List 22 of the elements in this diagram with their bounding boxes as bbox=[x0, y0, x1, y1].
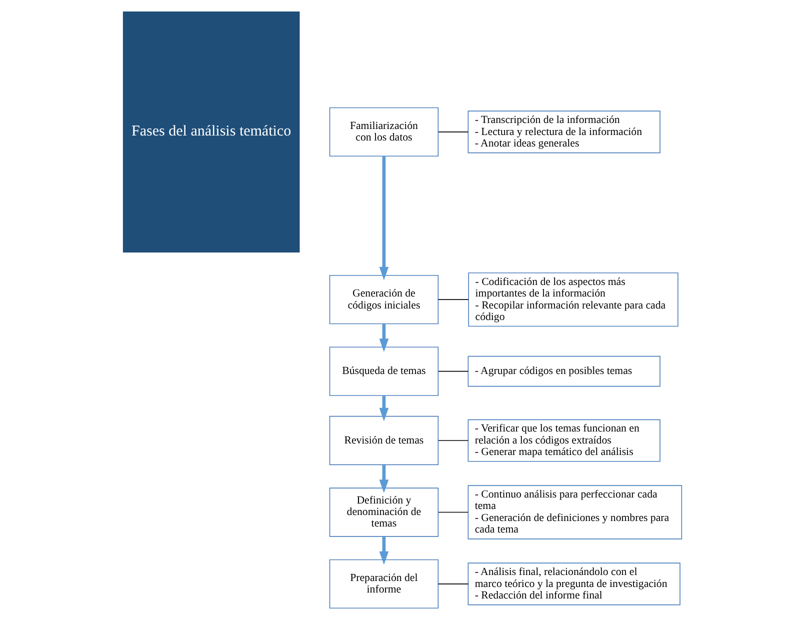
arrow bbox=[378, 536, 388, 565]
node-box: Generación de códigos iniciales bbox=[328, 274, 438, 324]
connector bbox=[438, 440, 468, 441]
arrow bbox=[378, 465, 388, 493]
connector bbox=[438, 370, 468, 372]
node-box: - Codificación de los aspectos más importantes de la información - Recopilar información relevante para cada código bbox=[468, 272, 678, 327]
arrow bbox=[378, 324, 388, 352]
connector bbox=[437, 512, 468, 513]
node-box: Fases del análisis temático bbox=[122, 11, 300, 252]
node-box: - Continuo análisis para perfeccionar cada tema - Generación de definiciones y nombres para cada tema bbox=[467, 485, 682, 540]
node-box: Búsqueda de temas bbox=[328, 346, 438, 396]
node-box: - Agrupar códigos en posibles temas bbox=[467, 356, 660, 387]
node-box: - Verificar que los temas funcionan en relación a los códigos extraídos - Generar mapa temático del análisis bbox=[467, 419, 660, 462]
node-box: - Transcripción de la información - Lectura y relectura de la información - Anotar ideas generales bbox=[467, 110, 660, 154]
node-box: - Análisis final, relacionándolo con el marco teórico y la pregunta de investigación - Redacción del informe final bbox=[467, 562, 680, 606]
arrow bbox=[378, 156, 388, 280]
connector bbox=[437, 299, 468, 300]
node-box: Preparación del informe bbox=[328, 559, 438, 609]
node-box: Revisión de temas bbox=[328, 416, 438, 466]
arrow bbox=[378, 396, 388, 422]
node-box: Definición y denominación de temas bbox=[328, 488, 438, 537]
node-box: Familiarización con los datos bbox=[328, 107, 438, 157]
